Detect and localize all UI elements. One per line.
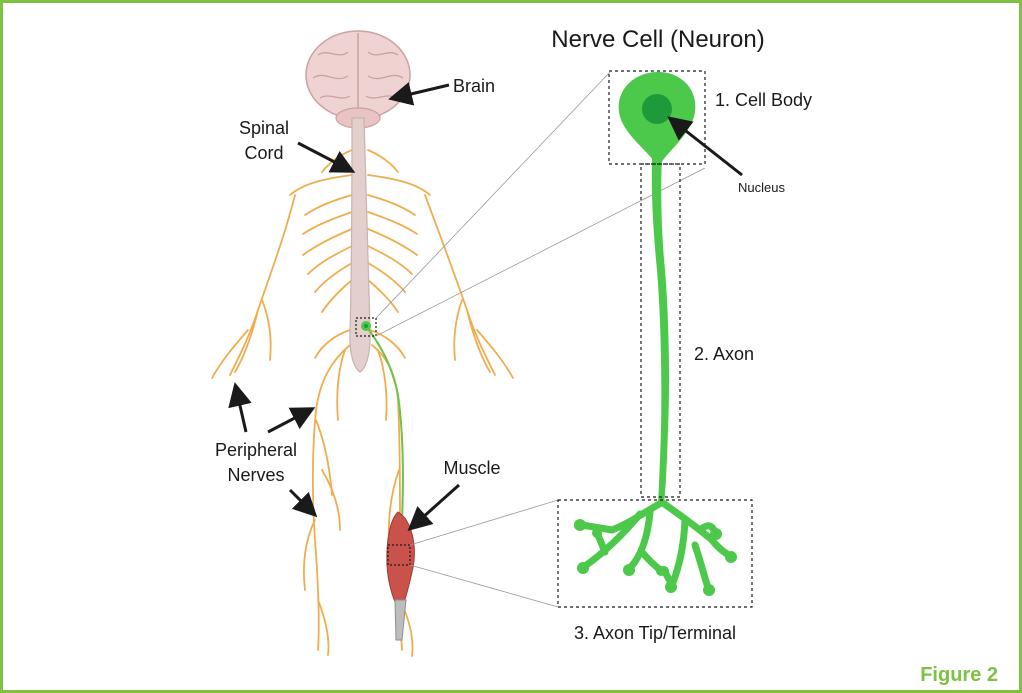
muscle-arrow <box>412 485 459 527</box>
spinal-cord <box>350 118 370 372</box>
nucleus-shape <box>642 94 672 124</box>
peripheral-nerves-label-line1: Peripheral <box>215 440 297 460</box>
spinal-cord-arrow <box>298 143 350 170</box>
axon-label: 2. Axon <box>694 344 754 364</box>
axon-shape <box>652 140 669 505</box>
muscle-label: Muscle <box>443 458 500 478</box>
brain-label: Brain <box>453 76 495 96</box>
spinal-cord-label-line1: Spinal <box>239 118 289 138</box>
neuron-diagram <box>558 71 752 607</box>
peripheral-arrow-1 <box>236 388 246 432</box>
nucleus-label: Nucleus <box>738 180 785 195</box>
cell-body-label: 1. Cell Body <box>715 90 812 110</box>
axon-tip-label: 3. Axon Tip/Terminal <box>574 623 736 643</box>
peripheral-arrow-3 <box>290 490 313 513</box>
brain <box>306 31 410 128</box>
peripheral-nerves-label-line2: Nerves <box>227 465 284 485</box>
muscle <box>387 512 414 640</box>
axon-terminals <box>582 503 730 588</box>
diagram-title: Nerve Cell (Neuron) <box>551 26 764 53</box>
spinal-cord-label-line2: Cord <box>244 143 283 163</box>
motor-neuron-path <box>367 327 403 520</box>
figure-label: Figure 2 <box>920 664 998 686</box>
peripheral-arrow-2 <box>268 410 310 432</box>
nucleus-arrow <box>672 120 742 175</box>
